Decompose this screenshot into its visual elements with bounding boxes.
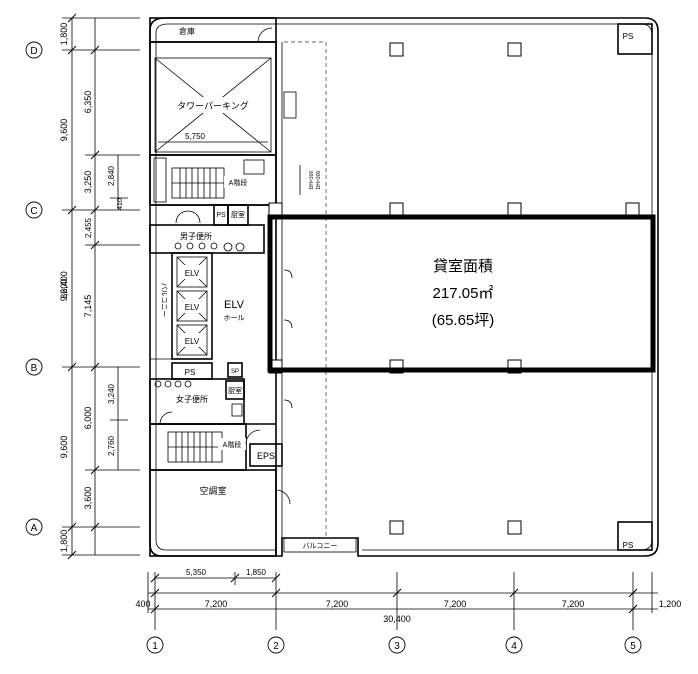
grid-label-4: 4 bbox=[511, 641, 517, 652]
office-zone-lines: DH=300 DH=300 bbox=[283, 41, 327, 536]
dim-edge-bottom: 1,800 bbox=[59, 530, 69, 553]
kitchen-upper-label: 厨室 bbox=[231, 210, 245, 219]
sp-room-label: SP bbox=[231, 369, 239, 375]
elv-3-label: ELV bbox=[185, 337, 200, 346]
dim-sub-4: 7,145 bbox=[83, 295, 93, 318]
dim-small-1: DH=300 bbox=[309, 171, 315, 190]
dim-sub-6: 3,600 bbox=[83, 487, 93, 510]
grid-label-b: B bbox=[31, 363, 38, 374]
grid-bubble-3 bbox=[388, 636, 406, 654]
rental-title: 貸室面積 bbox=[433, 258, 493, 275]
bottom-dimensions: 5,350 1,850 400 7,200 7,200 7,200 7,200 … bbox=[135, 568, 682, 654]
grid-bubble-d bbox=[25, 41, 43, 59]
grid-bubble-4 bbox=[505, 636, 523, 654]
dim-bay-3-4: 7,200 bbox=[444, 599, 467, 609]
dim-bay-4-5: 7,200 bbox=[562, 599, 585, 609]
dim-sub-2: 3,250 bbox=[83, 171, 93, 194]
dim-bottom-sub-2: 1,850 bbox=[246, 568, 267, 577]
balcony-left-label: バルコニー bbox=[160, 283, 168, 318]
dim-small-2: DH=300 bbox=[316, 171, 322, 190]
dim-edge-top: 1,800 bbox=[59, 23, 69, 46]
elevator-bank: ELV ELV ELV bbox=[171, 252, 213, 360]
elv-2-label: ELV bbox=[185, 303, 200, 312]
dim-fine-3: 3,240 bbox=[107, 383, 116, 404]
ps-corner-bottom-label: PS bbox=[623, 541, 634, 550]
eps-label: EPS bbox=[257, 451, 275, 461]
core: 倉庫 タワーパーキング 5,750 A階段 PS 厨室 bbox=[149, 17, 291, 557]
dim-sub-5: 6,000 bbox=[83, 407, 93, 430]
dim-fine-1: 2,840 bbox=[107, 165, 116, 186]
grid-bubble-a bbox=[25, 518, 43, 536]
dim-bay-cb: 9,600 bbox=[59, 279, 69, 302]
rental-area-sqm: 217.05㎡ bbox=[433, 285, 494, 302]
dim-sub-1: 6,350 bbox=[83, 91, 93, 114]
tower-parking-label: タワーパーキング bbox=[177, 100, 249, 111]
rental-area-tsubo: (65.65坪) bbox=[432, 312, 495, 329]
grid-label-a: A bbox=[31, 523, 38, 534]
grid-bubble-5 bbox=[624, 636, 642, 654]
ps-mid-label: PS bbox=[185, 368, 196, 377]
ps-upper-label: PS bbox=[216, 212, 226, 219]
grid-bubble-2 bbox=[267, 636, 285, 654]
grid-label-5: 5 bbox=[630, 641, 636, 652]
grid-label-c: C bbox=[30, 206, 37, 217]
grid-bubble-c bbox=[25, 201, 43, 219]
grid-label-1: 1 bbox=[152, 641, 158, 652]
grid-bubble-1 bbox=[146, 636, 164, 654]
dim-bay-1-2: 7,200 bbox=[205, 599, 228, 609]
ps-corner-top-label: PS bbox=[623, 32, 634, 41]
womens-toilet-label: 女子便所 bbox=[176, 394, 208, 404]
elv-hall-label-1: ELV bbox=[224, 299, 245, 311]
grid-label-d: D bbox=[30, 46, 37, 57]
kitchen-lower-label: 厨室 bbox=[228, 386, 242, 395]
dim-bay-2-3: 7,200 bbox=[326, 599, 349, 609]
rental-area: 貸室面積 217.05㎡ (65.65坪) bbox=[267, 214, 656, 373]
balcony-bottom-label: バルコニー bbox=[303, 542, 338, 550]
rental-area-outline bbox=[267, 214, 656, 373]
dim-total-horizontal: 30,400 bbox=[383, 614, 411, 624]
dim-total-vertical: 32,400 bbox=[59, 271, 69, 299]
grid-bubble-b bbox=[25, 358, 43, 376]
stair-lower-label: A階段 bbox=[223, 440, 242, 449]
elv-1-label: ELV bbox=[185, 269, 200, 278]
parking-width-dim: 5,750 bbox=[185, 132, 206, 141]
elv-hall-label-2: ホール bbox=[224, 314, 245, 322]
ac-room-label: 空調室 bbox=[199, 485, 226, 496]
dim-sub-3: 2,455 bbox=[84, 217, 93, 238]
grid-label-2: 2 bbox=[273, 641, 279, 652]
dim-fine-2: 410 bbox=[117, 198, 124, 210]
left-dimensions: D C B A 32,400 1,800 9,600 9,600 9,600 1… bbox=[25, 13, 140, 560]
dim-bottom-left-edge: 400 bbox=[135, 599, 150, 609]
dim-bottom-sub-1: 5,350 bbox=[186, 568, 207, 577]
dim-bay-ba: 9,600 bbox=[59, 436, 69, 459]
dim-bay-dc: 9,600 bbox=[59, 119, 69, 142]
storage-label: 倉庫 bbox=[179, 26, 195, 36]
dim-fine-4: 2,760 bbox=[107, 435, 116, 456]
grid-label-3: 3 bbox=[394, 641, 400, 652]
stair-upper-label: A階段 bbox=[229, 178, 248, 187]
dim-bottom-right-edge: 1,200 bbox=[659, 599, 682, 609]
mens-toilet-label: 男子便所 bbox=[180, 231, 212, 241]
